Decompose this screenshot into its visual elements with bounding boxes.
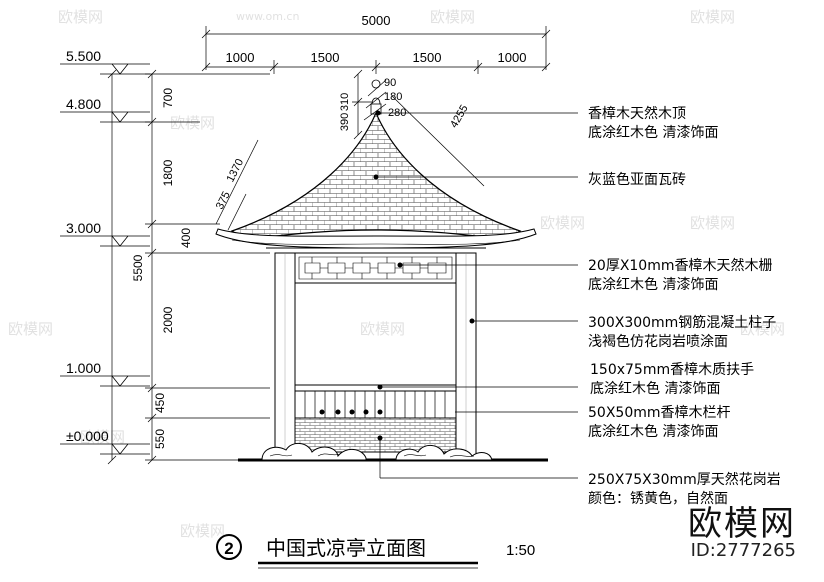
watermark-url: www.om.cn	[236, 10, 300, 23]
dim-top-1: 1000	[226, 50, 255, 65]
leader-lines	[376, 112, 578, 479]
watermark-brand: 欧模网	[540, 214, 586, 232]
dim-top-3: 1500	[413, 50, 442, 65]
dim-slope-375: 375	[214, 190, 233, 212]
dim-v-2000: 2000	[161, 306, 175, 333]
watermark-brand-large: 欧模网	[688, 504, 796, 544]
note-roof-top-2: 底涂红木色 清漆饰面	[588, 124, 718, 141]
level-5500: 5.500	[66, 48, 101, 64]
note-handrail-1: 150x75mm香樟木质扶手	[590, 361, 754, 378]
dim-v-700: 700	[161, 88, 175, 108]
note-baluster-1: 50X50mm香樟木栏杆	[588, 404, 731, 421]
dim-roof-180: 180	[384, 91, 402, 103]
dim-roof-310: 310	[339, 93, 351, 111]
dim-v-400: 400	[179, 228, 193, 248]
pavilion	[215, 79, 548, 462]
dim-roof-390: 390	[339, 113, 351, 131]
level-4800: 4.800	[66, 96, 101, 112]
watermark-brand: 欧模网	[58, 8, 104, 26]
level-0000: ±0.000	[66, 428, 109, 444]
note-tiles: 灰蓝色亚面瓦砖	[588, 171, 686, 188]
note-baluster-2: 底涂红木色 清漆饰面	[588, 423, 718, 440]
title-number-circle	[216, 534, 242, 560]
title-text: 中国式凉亭立面图	[266, 536, 426, 560]
watermark-brand: 欧模网	[8, 320, 54, 338]
note-stone-2: 颜色：锈黄色，自然面	[588, 490, 728, 507]
watermark-brand: 欧模网	[170, 114, 216, 132]
dim-top-2: 1500	[311, 50, 340, 65]
title-number: 2	[224, 539, 233, 558]
dim-overall-width: 5000	[362, 13, 391, 28]
dimension-lines	[107, 26, 551, 465]
watermark-brand: 欧模网	[360, 320, 406, 338]
note-column-2: 浅褐色仿花岗岩喷涂面	[588, 333, 728, 350]
dim-top-4: 1000	[498, 50, 527, 65]
dim-v-450: 450	[153, 393, 167, 413]
note-handrail-2: 底涂红木色 清漆饰面	[590, 380, 720, 397]
title-scale: 1:50	[506, 542, 535, 559]
level-1000: 1.000	[66, 360, 101, 376]
watermark-brand: 欧模网	[430, 8, 476, 26]
watermark-id: ID:2777265	[690, 540, 796, 561]
title-block: 2 中国式凉亭立面图 1:50	[216, 534, 535, 569]
watermark-brand: 欧模网	[690, 214, 736, 232]
dim-roof-90: 90	[384, 77, 396, 89]
dim-v-1800: 1800	[161, 159, 175, 186]
watermark-brand: 欧模网	[690, 8, 736, 26]
dim-v-total: 5500	[131, 254, 145, 281]
watermark-brand: 欧模网	[180, 522, 226, 540]
watermark-brand: 欧模网	[80, 428, 126, 446]
dim-slope-4255: 4255	[448, 103, 471, 130]
level-3000: 3.000	[66, 220, 101, 236]
note-stone-1: 250X75X30mm厚天然花岗岩	[588, 471, 781, 488]
watermark-brand: 欧模网	[740, 320, 786, 338]
note-column-1: 300X300mm钢筋混凝土柱子	[588, 314, 776, 331]
note-lattice-1: 20厚X10mm香樟木天然木栅	[588, 257, 773, 274]
note-lattice-2: 底涂红木色 清漆饰面	[588, 276, 718, 293]
dim-v-550: 550	[153, 429, 167, 449]
level-markers	[60, 63, 150, 455]
note-roof-top-1: 香樟木天然木顶	[588, 105, 686, 122]
leader-dots	[319, 110, 475, 441]
